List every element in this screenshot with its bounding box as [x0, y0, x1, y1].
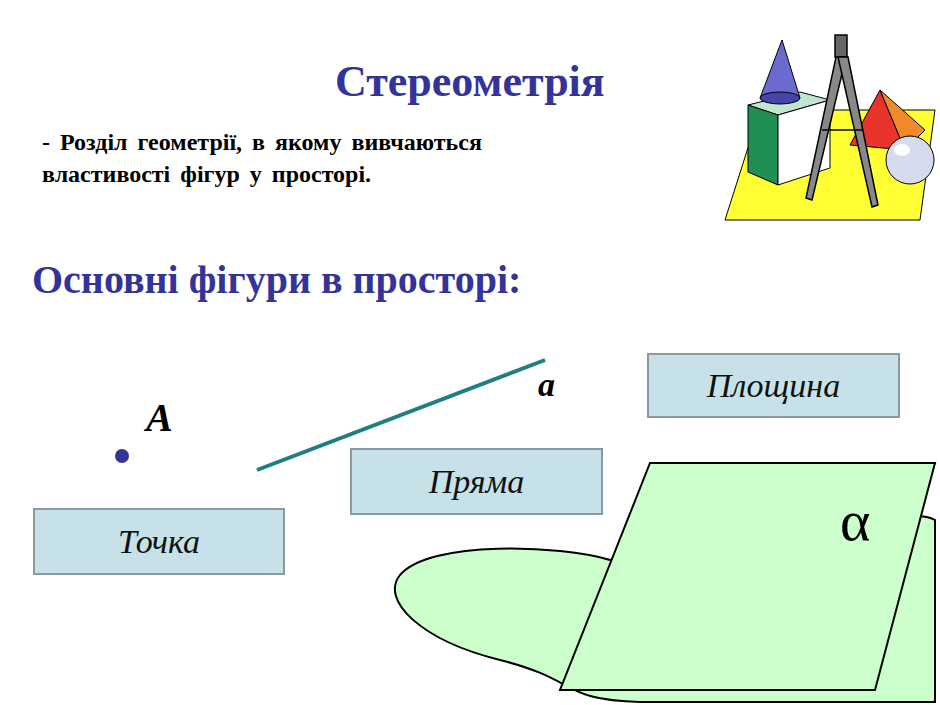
term-text: Точка	[118, 523, 200, 560]
cone	[760, 40, 800, 98]
term-box: Площина	[647, 353, 900, 418]
compass	[806, 35, 878, 207]
plane-parallelogram	[560, 463, 935, 690]
term-text: Пряма	[429, 463, 525, 500]
line-label: a	[538, 368, 555, 402]
term-box: Пряма	[350, 448, 603, 515]
term-box: Точка	[33, 508, 285, 575]
point-label: A	[146, 398, 173, 438]
cone-base	[760, 92, 800, 104]
definition-text: - Розділ геометрії, в якому вивчаються в…	[42, 126, 562, 191]
point-dot	[115, 449, 129, 463]
sphere	[886, 136, 934, 184]
slide-title: Стереометрія	[335, 58, 605, 106]
sphere-highlight	[894, 144, 910, 156]
section-heading: Основні фігури в просторі:	[32, 258, 521, 302]
term-text: Площина	[707, 367, 840, 404]
cube-left	[748, 105, 778, 185]
plane-label: α	[840, 492, 870, 550]
